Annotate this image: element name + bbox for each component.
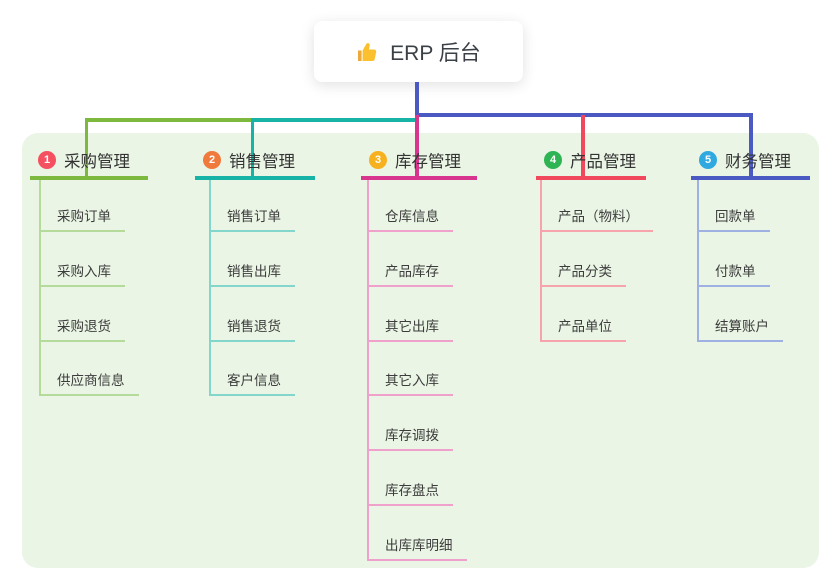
branch-node-finance[interactable]: 5 财务管理 <box>691 146 810 180</box>
branch-spine <box>540 180 542 342</box>
child-node[interactable]: 产品库存 <box>367 253 453 287</box>
branch-spine <box>697 180 699 342</box>
branch-node-sales[interactable]: 2 销售管理 <box>195 146 315 180</box>
branch-spine <box>367 180 369 561</box>
branch-node-purchase[interactable]: 1 采购管理 <box>30 146 148 180</box>
branch-drop-inventory <box>415 115 419 176</box>
badge-3-icon: 3 <box>369 151 387 169</box>
child-node[interactable]: 销售订单 <box>209 198 295 232</box>
branch-title: 财务管理 <box>725 153 791 171</box>
bus-segment-purchase <box>85 118 253 122</box>
badge-5-icon: 5 <box>699 151 717 169</box>
child-node[interactable]: 采购订单 <box>39 198 125 232</box>
branch-spine <box>39 180 41 396</box>
child-node[interactable]: 产品单位 <box>540 308 626 342</box>
branch-title: 产品管理 <box>570 153 636 171</box>
child-node[interactable]: 回款单 <box>697 198 770 232</box>
child-node[interactable]: 仓库信息 <box>367 198 453 232</box>
child-node[interactable]: 供应商信息 <box>39 362 139 396</box>
branch-drop-purchase <box>85 118 88 176</box>
branches-panel <box>22 133 819 568</box>
child-node[interactable]: 产品分类 <box>540 253 626 287</box>
root-node[interactable]: ERP 后台 <box>314 21 523 82</box>
child-node[interactable]: 销售退货 <box>209 308 295 342</box>
child-node[interactable]: 采购入库 <box>39 253 125 287</box>
branch-title: 库存管理 <box>395 153 461 171</box>
branch-title: 采购管理 <box>64 153 130 171</box>
child-node[interactable]: 结算账户 <box>697 308 783 342</box>
branch-drop-product <box>581 115 585 176</box>
child-node[interactable]: 库存盘点 <box>367 472 453 506</box>
child-node[interactable]: 其它入库 <box>367 362 453 396</box>
child-node[interactable]: 客户信息 <box>209 362 295 396</box>
bus-segment-sales <box>251 118 417 122</box>
branch-node-product[interactable]: 4 产品管理 <box>536 146 646 180</box>
branch-node-inventory[interactable]: 3 库存管理 <box>361 146 477 180</box>
child-node[interactable]: 采购退货 <box>39 308 125 342</box>
badge-4-icon: 4 <box>544 151 562 169</box>
child-node[interactable]: 销售出库 <box>209 253 295 287</box>
branch-drop-finance <box>749 113 753 176</box>
thumbs-up-icon <box>356 40 380 64</box>
child-node[interactable]: 付款单 <box>697 253 770 287</box>
root-connector-line <box>415 82 419 115</box>
root-title: ERP 后台 <box>390 41 481 65</box>
branch-drop-sales <box>251 118 254 176</box>
child-node[interactable]: 产品（物料） <box>540 198 653 232</box>
badge-1-icon: 1 <box>38 151 56 169</box>
child-node[interactable]: 其它出库 <box>367 308 453 342</box>
badge-2-icon: 2 <box>203 151 221 169</box>
child-node[interactable]: 出库库明细 <box>367 527 467 561</box>
branch-spine <box>209 180 211 396</box>
child-node[interactable]: 库存调拨 <box>367 417 453 451</box>
branch-title: 销售管理 <box>229 153 295 171</box>
